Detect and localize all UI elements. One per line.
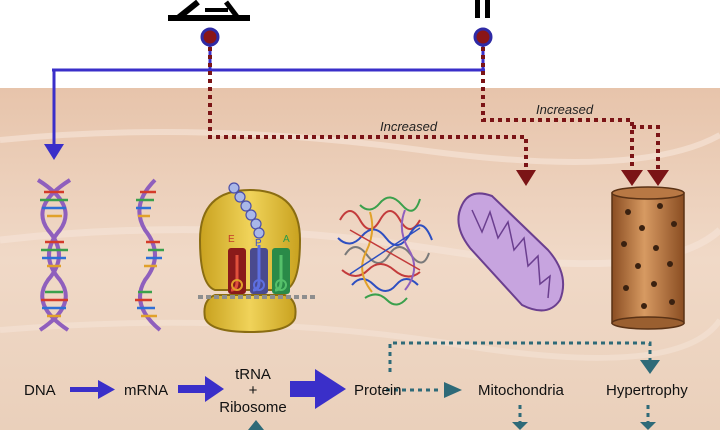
flow-arrows bbox=[70, 369, 346, 409]
trna-label: tRNA bbox=[235, 366, 271, 383]
right-node bbox=[473, 27, 493, 47]
increased-label-right: Increased bbox=[536, 102, 594, 117]
site-p-label: P bbox=[255, 238, 262, 249]
mrna-strand-icon bbox=[135, 178, 164, 332]
protein-label: Protein bbox=[354, 382, 402, 399]
exercise-icon bbox=[168, 0, 250, 21]
mitochondria-label: Mitochondria bbox=[478, 382, 565, 399]
site-e-label: E bbox=[228, 234, 235, 245]
increased-label-left: Increased bbox=[380, 119, 438, 134]
teal-dotted-pathways bbox=[386, 341, 652, 422]
ribosome-label: Ribosome bbox=[219, 399, 287, 416]
dna-helix-icon bbox=[36, 178, 72, 332]
muscle-fiber-icon bbox=[611, 186, 685, 330]
red-dotted-pathways bbox=[208, 47, 660, 170]
site-a-label: A bbox=[283, 234, 290, 245]
ribosome-icon: E P A bbox=[198, 182, 318, 334]
plus-label: + bbox=[249, 382, 258, 399]
left-node bbox=[200, 27, 220, 47]
protein-structure-icon bbox=[337, 196, 433, 306]
pause-icon bbox=[475, 0, 490, 18]
mrna-label: mRNA bbox=[124, 382, 168, 399]
hypertrophy-label: Hypertrophy bbox=[606, 382, 688, 399]
mitochondrion-icon bbox=[457, 192, 564, 312]
dna-label: DNA bbox=[24, 382, 56, 399]
